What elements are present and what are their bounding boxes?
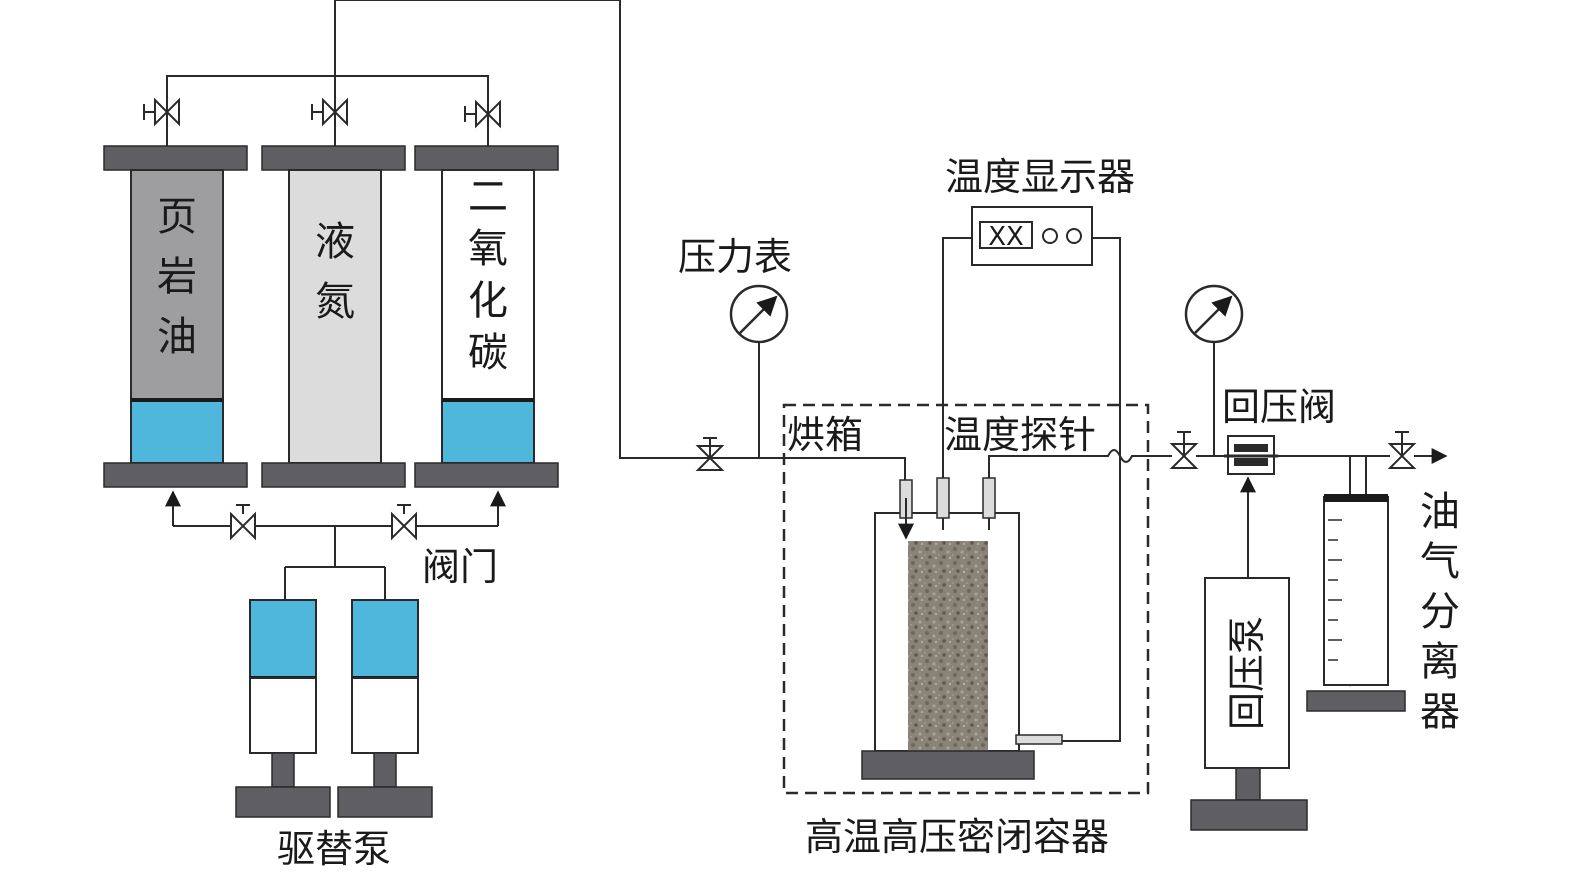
outlet-pressure-gauge xyxy=(1184,284,1244,344)
valve-main-inlet[interactable] xyxy=(695,437,725,471)
back-pressure-valve[interactable] xyxy=(1224,435,1278,475)
svg-text:气: 气 xyxy=(1420,539,1460,585)
oven-box xyxy=(782,403,1150,795)
svg-text:分: 分 xyxy=(1420,589,1460,635)
svg-text:碳: 碳 xyxy=(468,330,508,376)
oil-gas-separator xyxy=(1306,456,1406,712)
svg-text:氧: 氧 xyxy=(468,226,508,272)
valve-bottom-left[interactable] xyxy=(230,504,256,541)
label-temperature-display: 温度显示器 xyxy=(945,155,1135,199)
displacement-pump-right xyxy=(337,599,433,818)
pressure-gauge xyxy=(729,284,789,344)
valve-shale-oil-top[interactable] xyxy=(143,97,180,127)
valve-outlet[interactable] xyxy=(1169,431,1199,469)
label-back-pressure-valve: 回压阀 xyxy=(1222,385,1336,429)
label-pressure-gauge: 压力表 xyxy=(678,235,792,279)
svg-text:油: 油 xyxy=(1420,489,1460,535)
svg-text:氮: 氮 xyxy=(315,279,355,325)
display-knob-1 xyxy=(1042,228,1058,244)
label-oil-gas-separator: 油 气 分 离 器 xyxy=(1420,489,1460,735)
cylinder-shale-oil xyxy=(103,145,248,488)
svg-text:液: 液 xyxy=(315,219,355,265)
svg-text:离: 离 xyxy=(1420,639,1460,685)
label-sealed-vessel: 高温高压密闭容器 xyxy=(805,815,1109,859)
rock-core-sample xyxy=(908,541,988,751)
top-manifold xyxy=(166,0,906,480)
display-readout: XX xyxy=(988,222,1024,252)
svg-text:油: 油 xyxy=(157,314,197,360)
bottom-manifold xyxy=(165,490,506,600)
valve-co2-top[interactable] xyxy=(464,99,501,129)
temperature-display: XX xyxy=(971,206,1093,266)
label-shale-oil: 页 岩 油 xyxy=(157,194,197,360)
separator-scale xyxy=(1328,519,1342,661)
probe-wires xyxy=(942,237,1172,742)
svg-text:二: 二 xyxy=(468,174,508,220)
valve-separator-outlet[interactable] xyxy=(1387,431,1417,469)
label-carbon-dioxide: 二 氧 化 碳 xyxy=(468,174,508,376)
cylinder-carbon-dioxide xyxy=(414,145,559,488)
label-oven: 烘箱 xyxy=(787,413,863,457)
valve-nitrogen-top[interactable] xyxy=(311,97,348,127)
display-knob-2 xyxy=(1066,228,1082,244)
svg-text:岩: 岩 xyxy=(157,254,197,300)
displacement-pump-left xyxy=(235,599,331,818)
svg-text:器: 器 xyxy=(1420,689,1460,735)
label-temperature-probe: 温度探针 xyxy=(944,413,1096,457)
back-pressure-pump xyxy=(1190,577,1308,831)
cylinder-liquid-nitrogen xyxy=(261,145,406,488)
svg-text:化: 化 xyxy=(468,278,508,324)
svg-text:页: 页 xyxy=(157,194,197,240)
label-displacement-pump: 驱替泵 xyxy=(277,827,391,871)
label-valve: 阀门 xyxy=(422,545,498,589)
label-liquid-nitrogen: 液 氮 xyxy=(315,219,355,325)
valve-bottom-right[interactable] xyxy=(391,504,417,541)
sealed-vessel xyxy=(861,477,1063,780)
label-back-pressure-pump: 回压泵 xyxy=(1225,616,1269,730)
